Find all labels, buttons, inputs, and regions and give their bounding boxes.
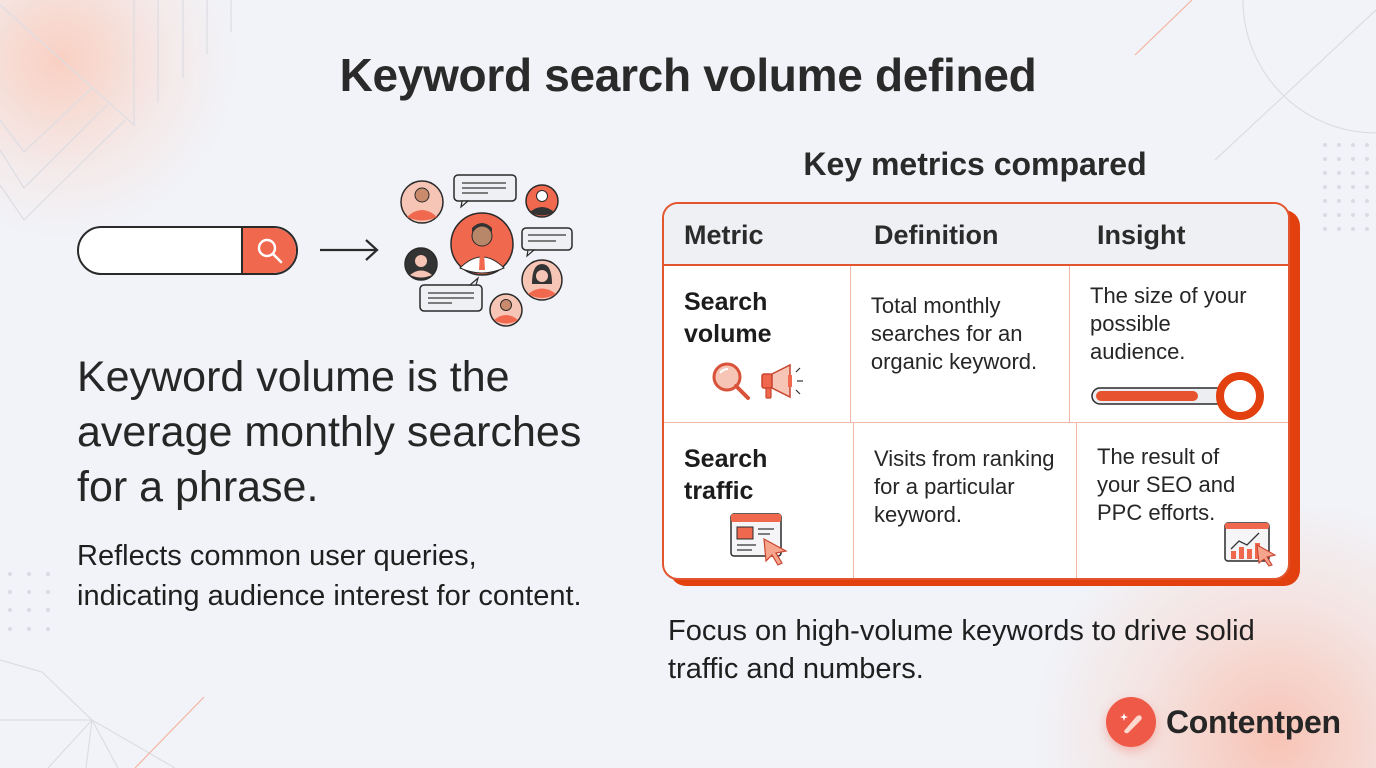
arrow-right-icon <box>320 239 379 261</box>
definition-text: Visits from ranking for a particular key… <box>874 446 1055 527</box>
brand: Contentpen <box>1106 697 1341 747</box>
search-icon <box>257 238 282 263</box>
growth-chart-icon <box>1224 522 1277 567</box>
audience-group-icon <box>400 174 573 327</box>
page-title: Keyword search volume defined <box>339 49 1037 101</box>
magnifier-icon <box>712 362 750 400</box>
table-row: Search traffic Visits from ranking for a… <box>664 423 1288 578</box>
table-title: Key metrics compared <box>803 146 1147 182</box>
definition-cell: Total monthly searches for an organic ke… <box>851 266 1070 422</box>
supporting-statement: Reflects common user queries, indicating… <box>77 540 582 612</box>
insight-cell: The size of your possible audience. <box>1070 266 1288 422</box>
header-insight: Insight <box>1097 220 1186 250</box>
background-glow-top-left <box>0 0 240 240</box>
metric-name: Search volume <box>684 288 772 348</box>
metric-cell: Search volume <box>664 266 851 422</box>
insight-cell: The result of your SEO and PPC efforts. <box>1077 423 1288 578</box>
definition-cell: Visits from ranking for a particular key… <box>854 423 1077 578</box>
header-metric: Metric <box>684 220 764 250</box>
metric-cell: Search traffic <box>664 423 854 578</box>
table-row: Search volume Total monthly searches for… <box>664 266 1288 423</box>
brand-name: Contentpen <box>1166 703 1341 740</box>
search-bar-illustration <box>77 226 298 275</box>
table-header-row: Metric Definition Insight <box>664 204 1288 266</box>
slider-icon <box>1091 372 1264 420</box>
insight-text: The result of your SEO and PPC efforts. <box>1097 444 1236 525</box>
lead-statement: Keyword volume is the average monthly se… <box>77 353 582 511</box>
definition-text: Total monthly searches for an organic ke… <box>870 293 1038 374</box>
search-button-illustration <box>241 228 296 273</box>
megaphone-icon <box>761 363 803 399</box>
header-definition: Definition <box>874 220 999 250</box>
pen-sparkle-icon <box>1120 713 1142 734</box>
browser-click-icon <box>730 513 788 566</box>
metric-name: Search traffic <box>684 445 768 505</box>
insight-text: The size of your possible audience. <box>1090 283 1247 364</box>
footer-note: Focus on high-volume keywords to drive s… <box>668 615 1255 685</box>
brand-logo <box>1106 697 1156 747</box>
metrics-table: Metric Definition Insight Search volume <box>662 202 1290 580</box>
